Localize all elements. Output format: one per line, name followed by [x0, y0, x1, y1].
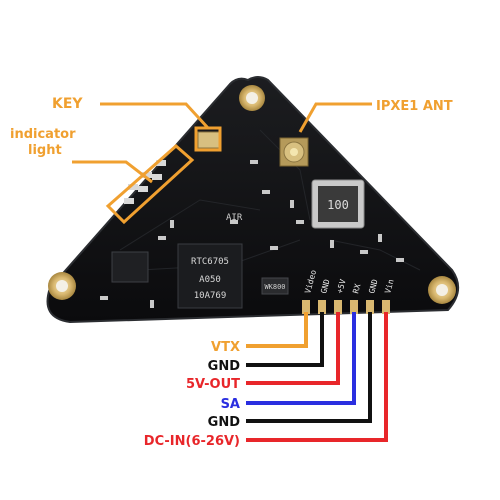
wire-1 — [246, 312, 324, 367]
wire-2 — [246, 312, 340, 385]
pad-label-gnd-2: GND — [367, 278, 379, 294]
wire-label-5: DC-IN(6-26V) — [144, 434, 240, 449]
chip-code2: 10A769 — [194, 291, 227, 301]
wire-label-1: GND — [208, 359, 241, 374]
key-label: KEY — [52, 96, 83, 112]
board-brand: AIR — [226, 213, 243, 223]
indicator-label-line1: indicator — [10, 127, 76, 142]
pad-label-5v: +5V — [335, 278, 347, 294]
pcb-board — [46, 76, 459, 324]
indicator-label-line2: light — [28, 143, 62, 158]
wire-0 — [246, 312, 308, 348]
wire-label-0: VTX — [211, 340, 240, 355]
wire-label-3: SA — [221, 397, 240, 412]
indicator-callout: indicator light — [10, 127, 195, 225]
mounting-hole-right — [428, 276, 456, 304]
chip-code1: A050 — [199, 275, 221, 285]
mcu-chip — [111, 251, 149, 283]
wire-harness: VTX GND 5V-OUT SA GND DC-IN(6-26V) — [144, 312, 388, 449]
wire-label-2: 5V-OUT — [186, 377, 240, 392]
key-callout: KEY — [52, 96, 222, 152]
mounting-hole-top — [239, 85, 265, 111]
small-chip-label: WK800 — [264, 283, 285, 291]
wire-4 — [246, 312, 372, 423]
chip-model: RTC6705 — [191, 257, 229, 267]
pad-label-rx: RX — [351, 283, 362, 295]
pad-label-vin: Vin — [383, 278, 395, 294]
smd-components — [100, 160, 404, 308]
inductor: 100 — [311, 179, 365, 229]
key-button — [197, 131, 221, 149]
inductor-value: 100 — [327, 198, 349, 212]
wire-5 — [246, 312, 388, 442]
wire-3 — [246, 312, 356, 405]
wire-label-4: GND — [208, 415, 241, 430]
rtc6705-chip: RTC6705 A050 10A769 — [177, 243, 243, 309]
antenna-label: IPXE1 ANT — [376, 99, 453, 114]
solder-pads — [302, 300, 390, 314]
ipex-antenna-connector — [279, 137, 309, 167]
mounting-hole-left — [48, 272, 76, 300]
antenna-callout: IPXE1 ANT — [298, 99, 453, 133]
small-chip: WK800 — [261, 277, 289, 295]
pad-label-gnd-1: GND — [319, 278, 331, 294]
indicator-leds — [124, 160, 166, 204]
